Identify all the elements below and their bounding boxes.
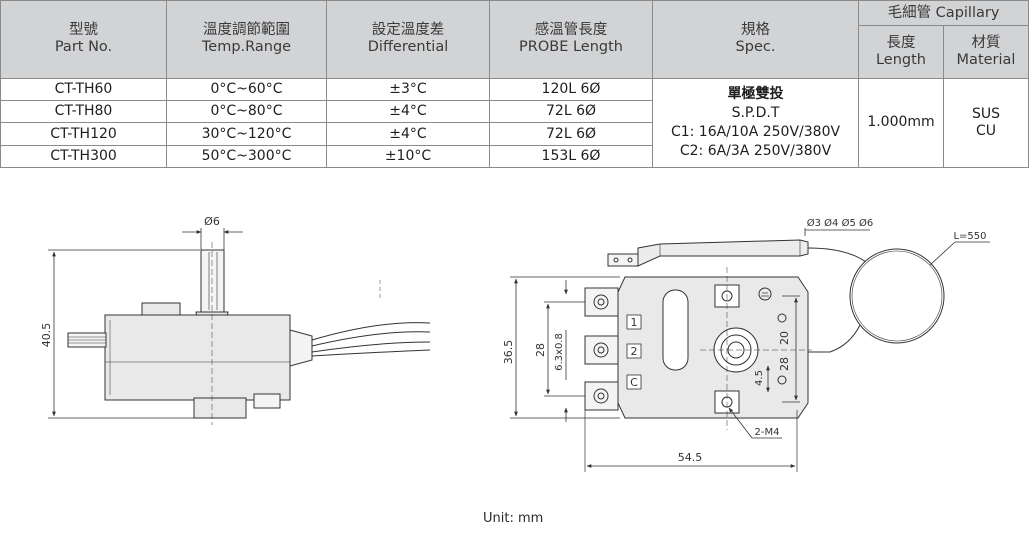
cell-part-no: CT-TH80 <box>0 100 167 124</box>
side-rivet-top <box>777 313 787 323</box>
dim-hole-offset: 28 <box>778 357 791 371</box>
cell-capillary-length: 1.000mm <box>858 77 944 169</box>
table-row: CT-TH300 50°C~300°C ±10°C 153L 6Ø <box>0 144 1029 169</box>
cell-probe-length: 153L 6Ø <box>489 144 653 169</box>
header-part-no: 型號 Part No. <box>0 0 167 79</box>
cell-differential: ±3°C <box>326 77 490 102</box>
base-clip <box>253 393 281 409</box>
front-height-dimension: 36.5 <box>502 276 620 419</box>
terminal-label-box-1 <box>626 314 642 330</box>
spec-table: 型號 Part No. 溫度調節範圍 Temp.Range 設定溫度差 Diff… <box>0 0 1029 169</box>
cell-capillary-material: SUS CU <box>943 77 1029 169</box>
cell-differential: ±10°C <box>326 144 490 169</box>
header-temp-range: 溫度調節範圍 Temp.Range <box>166 0 327 79</box>
terminal-label-1: 1 <box>631 316 638 329</box>
base-foot <box>193 397 247 419</box>
header-differential: 設定溫度差 Differential <box>326 0 490 79</box>
cell-probe-length: 72L 6Ø <box>489 100 653 124</box>
shaft-dimension: Ø6 <box>182 215 243 250</box>
front-view-drawing: Ø3 Ø4 Ø5 Ø6 L=550 1 <box>502 217 990 472</box>
capillary-dimension: L=550 <box>929 231 990 266</box>
cell-probe-length: 120L 6Ø <box>489 77 653 102</box>
mount-dimension: 2-M4 <box>728 407 782 439</box>
side-rivet-bottom <box>777 375 787 385</box>
front-width-dimension: 54.5 <box>584 410 798 472</box>
cell-spec: 單極雙投 S.P.D.T C1: 16A/10A 250V/380V C2: 6… <box>652 77 859 169</box>
probe-neck <box>289 329 313 367</box>
cell-temp-range: 30°C~120°C <box>166 122 327 146</box>
dim-capillary: L=550 <box>953 231 986 242</box>
cell-temp-range: 50°C~300°C <box>166 144 327 169</box>
height-dimension: 40.5 <box>40 249 200 419</box>
body-shell <box>104 314 291 401</box>
front-slot <box>662 289 689 371</box>
probe-tab <box>607 253 639 267</box>
header-capillary-material: 材質 Material <box>943 25 1029 79</box>
hole-span-dimension: 20 28 <box>778 295 800 403</box>
probe-dimension: Ø3 Ø4 Ø5 Ø6 <box>805 217 873 231</box>
terminal-label-box-c <box>626 374 642 390</box>
dim-probe: Ø3 Ø4 Ø5 Ø6 <box>807 217 873 229</box>
shaft <box>200 249 225 313</box>
header-spec: 規格 Spec. <box>652 0 859 79</box>
dim-width: 54.5 <box>678 451 703 464</box>
dim-mount: 2-M4 <box>755 427 780 438</box>
probe-bulb <box>637 239 809 267</box>
ground-symbol <box>758 287 772 301</box>
terminal-2 <box>584 335 619 365</box>
terminal-1 <box>584 287 619 317</box>
dim-terminal-span: 28 <box>534 343 547 357</box>
dim-center: 4.5 <box>754 370 765 386</box>
header-capillary: 毛細管 Capillary <box>858 0 1029 27</box>
cell-differential: ±4°C <box>326 122 490 146</box>
front-body <box>617 276 809 419</box>
header-capillary-length: 長度 Length <box>858 25 944 79</box>
center-offset-dimension: 4.5 <box>754 365 770 393</box>
dim-terminal: 6.3x0.8 <box>554 333 565 371</box>
side-view-drawing: Ø6 40.5 <box>40 215 431 425</box>
table-row: CT-TH80 0°C~80°C ±4°C 72L 6Ø <box>0 100 1029 124</box>
terminal-c <box>584 381 619 411</box>
terminal-label-c: C <box>630 376 638 389</box>
dim-hole-span: 20 <box>778 331 791 345</box>
drawings-area: Ø6 40.5 <box>40 215 990 472</box>
cell-differential: ±4°C <box>326 100 490 124</box>
capillary-coil <box>849 248 945 344</box>
terminal-label-2: 2 <box>631 345 638 358</box>
cell-part-no: CT-TH60 <box>0 77 167 102</box>
terminal-span-dimension: 28 <box>534 301 585 397</box>
header-probe-length: 感溫管長度 PROBE Length <box>489 0 653 79</box>
cell-part-no: CT-TH300 <box>0 144 167 169</box>
top-tab <box>141 302 181 316</box>
dim-height: 40.5 <box>40 323 53 348</box>
cell-probe-length: 72L 6Ø <box>489 122 653 146</box>
cell-temp-range: 0°C~60°C <box>166 77 327 102</box>
terminal-label-box-2 <box>626 343 642 359</box>
dim-front-height: 36.5 <box>502 340 515 365</box>
dim-shaft: Ø6 <box>204 215 220 228</box>
table-row: CT-TH60 0°C~60°C ±3°C 120L 6Ø 單極雙投 S.P.D… <box>0 77 1029 169</box>
cell-temp-range: 0°C~80°C <box>166 100 327 124</box>
unit-note: Unit: mm <box>483 511 544 526</box>
terminal-size-dimension: 6.3x0.8 <box>554 280 568 422</box>
cell-part-no: CT-TH120 <box>0 122 167 146</box>
